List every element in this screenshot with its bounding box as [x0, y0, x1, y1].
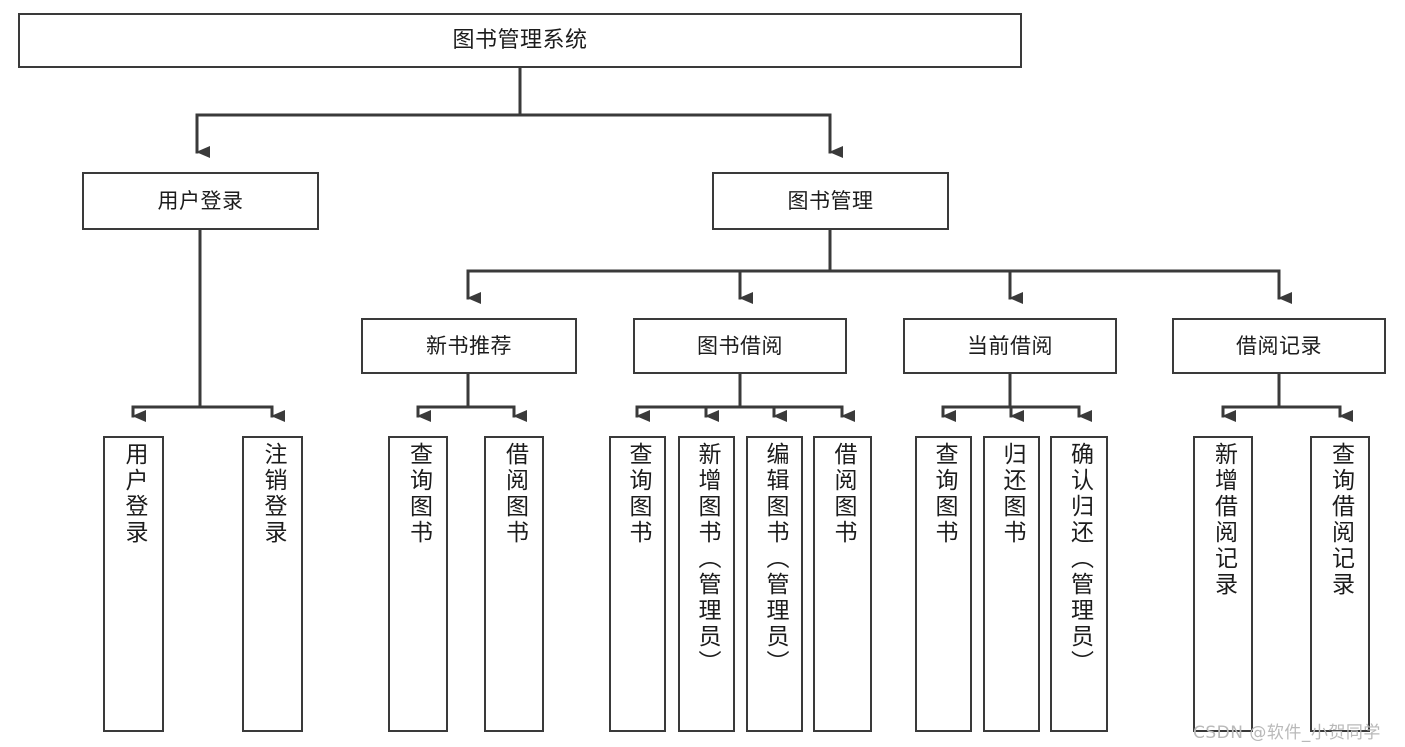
node-new-book-recommend[interactable]: 新书推荐	[361, 318, 577, 374]
node-current-borrow-label: 当前借阅	[967, 333, 1053, 358]
node-leaf-borrow-book-label: 借阅图书	[830, 442, 856, 546]
node-leaf-borrow-book-rec-label: 借阅图书	[501, 442, 528, 546]
node-leaf-add-book-label: 新增图书（管理员）	[694, 442, 720, 676]
node-leaf-borrow-book[interactable]: 借阅图书	[813, 436, 872, 732]
node-leaf-add-record[interactable]: 新增借阅记录	[1193, 436, 1253, 732]
node-leaf-edit-book[interactable]: 编辑图书（管理员）	[746, 436, 803, 732]
node-leaf-query-book-borrow-label: 查询图书	[625, 442, 651, 546]
node-leaf-edit-book-label: 编辑图书（管理员）	[762, 442, 788, 676]
node-book-borrow[interactable]: 图书借阅	[633, 318, 847, 374]
node-book-manage-label: 图书管理	[787, 188, 874, 213]
node-user-login[interactable]: 用户登录	[82, 172, 319, 230]
node-current-borrow[interactable]: 当前借阅	[903, 318, 1117, 374]
node-leaf-confirm-return[interactable]: 确认归还（管理员）	[1050, 436, 1108, 732]
node-leaf-query-book-cur-label: 查询图书	[931, 442, 957, 546]
node-leaf-query-record[interactable]: 查询借阅记录	[1310, 436, 1370, 732]
node-borrow-record[interactable]: 借阅记录	[1172, 318, 1386, 374]
node-borrow-record-label: 借阅记录	[1236, 333, 1322, 358]
node-user-login-label: 用户登录	[157, 188, 244, 213]
node-root[interactable]: 图书管理系统	[18, 13, 1022, 68]
node-leaf-add-book[interactable]: 新增图书（管理员）	[678, 436, 735, 732]
node-leaf-query-record-label: 查询借阅记录	[1327, 442, 1354, 598]
node-book-borrow-label: 图书借阅	[697, 333, 783, 358]
node-leaf-return-book-label: 归还图书	[999, 442, 1025, 546]
node-leaf-add-record-label: 新增借阅记录	[1210, 442, 1237, 598]
node-leaf-query-book-rec[interactable]: 查询图书	[388, 436, 448, 732]
node-leaf-query-book-rec-label: 查询图书	[405, 442, 432, 546]
node-leaf-borrow-book-rec[interactable]: 借阅图书	[484, 436, 544, 732]
node-leaf-query-book-cur[interactable]: 查询图书	[915, 436, 972, 732]
node-leaf-user-login-label: 用户登录	[121, 442, 147, 546]
node-leaf-query-book-borrow[interactable]: 查询图书	[609, 436, 666, 732]
node-leaf-logout-label: 注销登录	[260, 442, 286, 546]
csdn-watermark: CSDN @软件_小贺同学	[1193, 723, 1381, 743]
node-leaf-confirm-return-label: 确认归还（管理员）	[1066, 442, 1093, 676]
node-leaf-return-book[interactable]: 归还图书	[983, 436, 1040, 732]
node-root-label: 图书管理系统	[452, 27, 588, 53]
node-leaf-user-login[interactable]: 用户登录	[103, 436, 164, 732]
node-book-manage[interactable]: 图书管理	[712, 172, 949, 230]
node-new-book-recommend-label: 新书推荐	[426, 333, 512, 358]
node-leaf-logout[interactable]: 注销登录	[242, 436, 303, 732]
